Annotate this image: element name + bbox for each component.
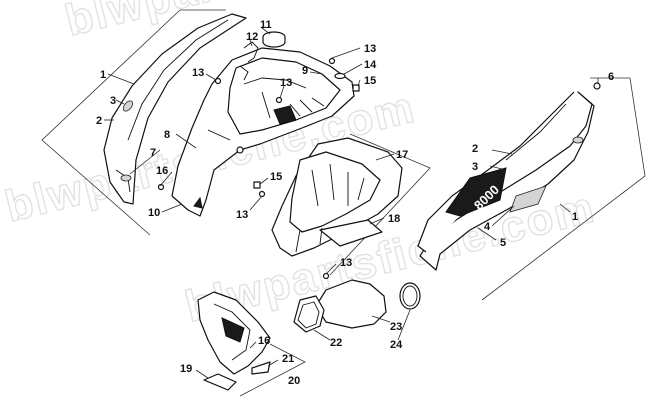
air-box-seal (319, 219, 383, 247)
clip-15-a (352, 84, 360, 92)
left-panel-vent (122, 100, 134, 112)
airbox-group-frame (329, 133, 431, 276)
callout-4: 4 (484, 221, 491, 233)
callout-24: 24 (390, 339, 403, 351)
right-panel-tab (572, 136, 584, 144)
callout-22: 22 (330, 337, 342, 349)
callout-13-c: 13 (364, 43, 376, 55)
grommet-14 (334, 72, 346, 80)
callout-16-a: 16 (156, 165, 168, 177)
callout-1-left: 1 (100, 69, 106, 81)
callout-16-b: 16 (258, 335, 270, 347)
callout-13-b: 13 (280, 77, 292, 89)
left-group-frame (41, 9, 226, 236)
screw-6 (593, 82, 601, 90)
callout-12: 12 (246, 31, 258, 43)
air-box (271, 137, 403, 257)
callout-13-e: 13 (340, 257, 352, 269)
callout-19: 19 (180, 363, 192, 375)
callout-6: 6 (608, 71, 614, 83)
callout-7: 7 (150, 147, 156, 159)
clip-15-b (253, 181, 261, 189)
callout-3-left: 3 (110, 95, 116, 107)
bracket-mount-19 (203, 373, 237, 391)
callout-5: 5 (500, 237, 506, 249)
front-hood (171, 47, 355, 217)
lower-bracket (197, 291, 271, 391)
callout-15-a: 15 (364, 75, 376, 87)
callout-2-right: 2 (472, 143, 478, 155)
right-side-panel: 8000 (417, 91, 595, 271)
callout-13-d: 13 (236, 209, 248, 221)
right-panel-vent (509, 185, 547, 213)
callout-10: 10 (148, 207, 160, 219)
callout-2-left: 2 (96, 115, 102, 127)
headlight-cap (262, 31, 286, 48)
left-side-panel (103, 13, 247, 205)
fastener-13-a (214, 77, 222, 85)
hood-fastener (236, 146, 244, 154)
right-group-frame (481, 77, 646, 301)
callout-20: 20 (288, 375, 300, 387)
callout-9: 9 (302, 65, 308, 77)
lower-group-frame (239, 343, 306, 397)
callout-21: 21 (282, 353, 294, 365)
left-panel-tab (120, 174, 132, 182)
fastener-13-b (275, 96, 283, 104)
headlight-bracket (239, 41, 259, 81)
air-intake-duct (293, 279, 421, 333)
callout-15-b: 15 (270, 171, 282, 183)
leader-lines (104, 27, 599, 379)
fastener-13-d (258, 190, 266, 198)
callout-13-a: 13 (192, 67, 204, 79)
fastener-13-e (322, 272, 330, 280)
callout-11: 11 (260, 19, 272, 31)
right-panel-decal (445, 167, 507, 217)
callout-18: 18 (388, 213, 400, 225)
callout-1-right: 1 (572, 211, 578, 223)
bracket-pad-21 (251, 361, 271, 375)
callout-14: 14 (364, 59, 377, 71)
callout-17: 17 (396, 149, 408, 161)
callout-23: 23 (390, 321, 402, 333)
fastener-13-c (328, 57, 336, 65)
callouts: 1 3 2 8 7 16 10 11 12 13 13 9 13 14 15 1… (96, 19, 614, 387)
callout-3-right: 3 (472, 161, 478, 173)
callout-8: 8 (164, 129, 170, 141)
